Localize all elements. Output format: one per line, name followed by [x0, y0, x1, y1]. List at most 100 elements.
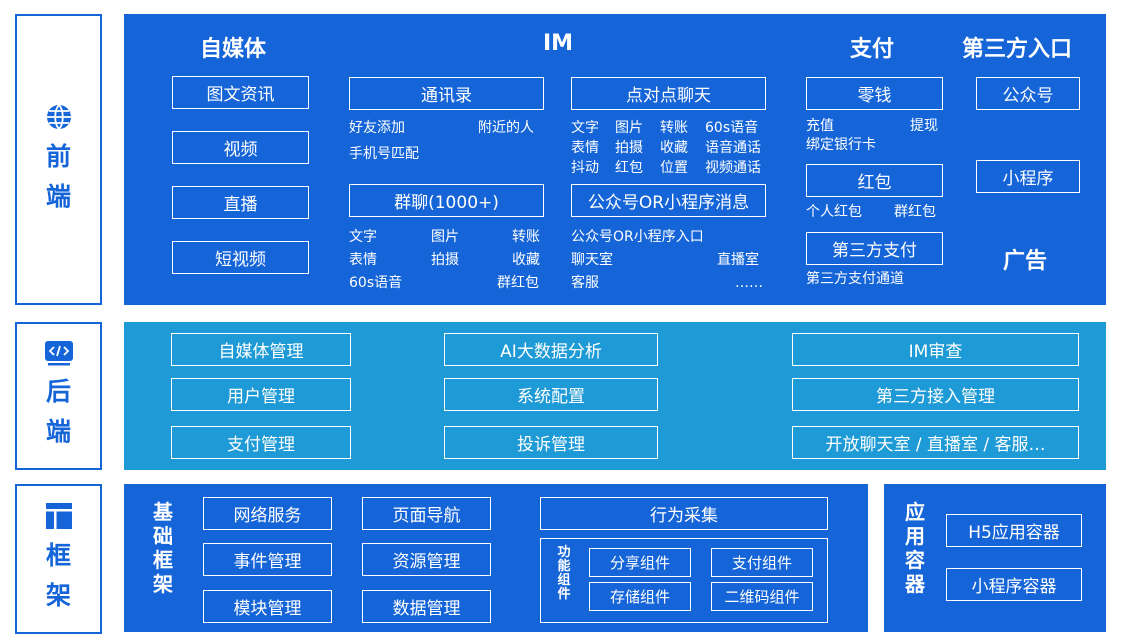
- title-char: 件: [557, 587, 571, 602]
- self-media-item: 视频: [172, 131, 309, 164]
- group-chat-feature: 图片: [431, 229, 459, 245]
- p2p-feature: 抖动: [571, 160, 599, 176]
- group-chat-feature: 60s语音: [349, 275, 403, 291]
- public-msg-sub: ……: [735, 275, 763, 291]
- components-group: [540, 538, 828, 623]
- third-entry-title: 第三方入口: [962, 37, 1073, 62]
- components-title: 功 能 组 件: [554, 546, 574, 602]
- title-char: 容: [905, 548, 925, 572]
- self-media-item: 短视频: [172, 241, 309, 274]
- frontend-label-char: 端: [45, 181, 71, 211]
- framework-item: 模块管理: [203, 590, 332, 623]
- contacts-sub: 好友添加: [349, 120, 405, 136]
- change-sub: 充值: [806, 118, 834, 134]
- group-chat-feature: 拍摄: [431, 252, 459, 268]
- p2p-feature: 文字: [571, 120, 599, 136]
- framework-item: 事件管理: [203, 543, 332, 576]
- p2p-feature: 视频通话: [705, 160, 761, 176]
- framework-item: 数据管理: [362, 590, 491, 623]
- title-char: 组: [557, 573, 571, 588]
- framework-label-char: 架: [45, 581, 71, 610]
- p2p-feature: 图片: [615, 120, 643, 136]
- public-msg-sub: 公众号OR小程序入口: [571, 229, 704, 245]
- component-item: 支付组件: [711, 548, 813, 577]
- group-chat-box: 群聊(1000+): [349, 184, 544, 217]
- red-packet-box: 红包: [806, 164, 943, 197]
- backend-label-box: 后 端: [15, 322, 102, 470]
- im-title: IM: [543, 31, 574, 56]
- title-char: 应: [905, 500, 925, 524]
- framework-label-box: 框 架: [15, 484, 102, 634]
- app-container-item: H5应用容器: [946, 514, 1082, 547]
- ads-title: 广告: [1003, 249, 1048, 274]
- app-container-panel: [884, 484, 1106, 632]
- layout-icon: [45, 503, 72, 529]
- title-char: 基: [153, 500, 173, 524]
- component-item: 存储组件: [589, 582, 691, 611]
- red-packet-sub: 个人红包: [806, 204, 862, 220]
- p2p-feature: 60s语音: [705, 120, 759, 136]
- framework-label-char: 框: [45, 541, 71, 570]
- backend-item: AI大数据分析: [444, 333, 658, 366]
- title-char: 能: [557, 559, 571, 574]
- group-chat-feature: 表情: [349, 252, 377, 268]
- title-char: 器: [905, 572, 925, 596]
- component-item: 分享组件: [589, 548, 691, 577]
- change-sub: 绑定银行卡: [806, 137, 876, 153]
- backend-item: 用户管理: [171, 378, 351, 411]
- globe-icon: [46, 103, 71, 130]
- backend-item: 投诉管理: [444, 426, 658, 459]
- title-char: 架: [153, 572, 173, 596]
- p2p-feature: 表情: [571, 140, 599, 156]
- base-framework-title: 基 础 框 架: [150, 500, 176, 596]
- backend-item: 自媒体管理: [171, 333, 351, 366]
- backend-panel: [124, 322, 1106, 470]
- contacts-sub: 附近的人: [478, 120, 534, 136]
- backend-item: 第三方接入管理: [792, 378, 1079, 411]
- framework-item: 资源管理: [362, 543, 491, 576]
- change-box: 零钱: [806, 77, 943, 110]
- group-chat-feature: 群红包: [497, 275, 539, 291]
- backend-item: 支付管理: [171, 426, 351, 459]
- frontend-label-box: 前 端: [15, 14, 102, 305]
- public-msg-sub: 客服: [571, 275, 599, 291]
- third-entry-item: 小程序: [976, 160, 1080, 193]
- third-pay-sub: 第三方支付通道: [806, 271, 904, 287]
- code-icon: [44, 341, 73, 366]
- public-msg-box: 公众号OR小程序消息: [571, 184, 766, 217]
- p2p-feature: 语音通话: [705, 140, 761, 156]
- self-media-title: 自媒体: [200, 37, 267, 62]
- backend-label-char: 端: [45, 417, 71, 446]
- third-pay-box: 第三方支付: [806, 232, 943, 265]
- backend-label-char: 后: [45, 377, 71, 406]
- title-char: 础: [153, 524, 173, 548]
- component-item: 二维码组件: [711, 582, 813, 611]
- backend-item: 开放聊天室 / 直播室 / 客服…: [792, 426, 1079, 459]
- red-packet-sub: 群红包: [894, 204, 936, 220]
- public-msg-sub: 聊天室: [571, 252, 613, 268]
- title-char: 框: [153, 548, 173, 572]
- title-char: 用: [905, 524, 925, 548]
- self-media-item: 直播: [172, 186, 309, 219]
- base-framework-panel: [124, 484, 868, 632]
- p2p-chat-box: 点对点聊天: [571, 77, 766, 110]
- contacts-sub: 手机号匹配: [349, 146, 419, 162]
- public-msg-sub: 直播室: [717, 252, 759, 268]
- frontend-label-char: 前: [45, 141, 71, 171]
- change-sub: 提现: [910, 118, 938, 134]
- behavior-collection-box: 行为采集: [540, 497, 828, 530]
- framework-item: 网络服务: [203, 497, 332, 530]
- self-media-item: 图文资讯: [172, 76, 309, 109]
- p2p-feature: 拍摄: [615, 140, 643, 156]
- app-container-title: 应 用 容 器: [902, 500, 928, 596]
- p2p-feature: 红包: [615, 160, 643, 176]
- p2p-feature: 位置: [660, 160, 688, 176]
- payment-title: 支付: [850, 37, 895, 62]
- backend-item: 系统配置: [444, 378, 658, 411]
- backend-item: IM审查: [792, 333, 1079, 366]
- group-chat-feature: 文字: [349, 229, 377, 245]
- group-chat-feature: 转账: [512, 229, 540, 245]
- app-container-item: 小程序容器: [946, 568, 1082, 601]
- p2p-feature: 转账: [660, 120, 688, 136]
- third-entry-item: 公众号: [976, 77, 1080, 110]
